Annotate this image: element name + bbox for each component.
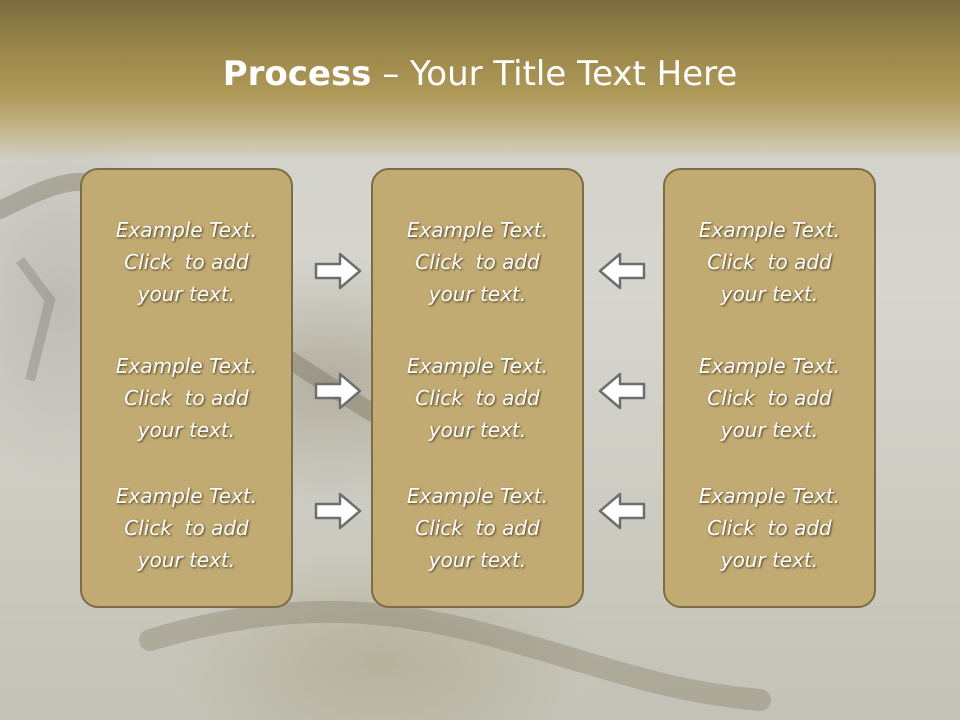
- text-line: Click to add: [415, 386, 540, 410]
- text-line: Click to add: [124, 386, 249, 410]
- arrow-right-icon: [314, 372, 362, 410]
- text-line: your text.: [428, 282, 527, 306]
- arrow-left-icon: [598, 492, 646, 530]
- text-block[interactable]: Example Text. Click to add your text.: [373, 350, 582, 446]
- text-block[interactable]: Example Text. Click to add your text.: [82, 480, 291, 576]
- text-block[interactable]: Example Text. Click to add your text.: [665, 480, 874, 576]
- title-bold: Process: [222, 54, 372, 94]
- text-line: Example Text.: [115, 354, 258, 378]
- arrow-left-icon: [598, 252, 646, 290]
- text-line: Example Text.: [698, 354, 841, 378]
- text-block[interactable]: Example Text. Click to add your text.: [373, 214, 582, 310]
- text-line: Click to add: [707, 250, 832, 274]
- arrow-right-icon: [314, 492, 362, 530]
- text-line: Click to add: [415, 516, 540, 540]
- text-line: your text.: [720, 418, 819, 442]
- text-block[interactable]: Example Text. Click to add your text.: [665, 214, 874, 310]
- text-line: Example Text.: [115, 218, 258, 242]
- text-block[interactable]: Example Text. Click to add your text.: [82, 350, 291, 446]
- text-line: Example Text.: [698, 218, 841, 242]
- text-line: your text.: [720, 548, 819, 572]
- arrow-right-icon: [314, 252, 362, 290]
- process-box-right[interactable]: Example Text. Click to add your text. Ex…: [663, 168, 876, 608]
- text-line: your text.: [428, 418, 527, 442]
- text-line: Example Text.: [406, 354, 549, 378]
- arrow-left-icon: [598, 372, 646, 410]
- text-line: Click to add: [707, 386, 832, 410]
- process-box-center[interactable]: Example Text. Click to add your text. Ex…: [371, 168, 584, 608]
- text-block[interactable]: Example Text. Click to add your text.: [665, 350, 874, 446]
- text-line: your text.: [137, 282, 236, 306]
- text-line: Example Text.: [406, 218, 549, 242]
- title-bar: [0, 0, 960, 160]
- text-line: your text.: [137, 418, 236, 442]
- text-line: Click to add: [124, 516, 249, 540]
- text-line: your text.: [720, 282, 819, 306]
- text-line: Example Text.: [406, 484, 549, 508]
- text-line: Example Text.: [698, 484, 841, 508]
- slide-title: Process – Your Title Text Here: [0, 52, 960, 96]
- text-block[interactable]: Example Text. Click to add your text.: [373, 480, 582, 576]
- title-text: – Your Title Text Here: [371, 54, 738, 94]
- text-line: Click to add: [124, 250, 249, 274]
- process-box-left[interactable]: Example Text. Click to add your text. Ex…: [80, 168, 293, 608]
- text-line: your text.: [428, 548, 527, 572]
- text-line: your text.: [137, 548, 236, 572]
- text-block[interactable]: Example Text. Click to add your text.: [82, 214, 291, 310]
- text-line: Example Text.: [115, 484, 258, 508]
- text-line: Click to add: [707, 516, 832, 540]
- text-line: Click to add: [415, 250, 540, 274]
